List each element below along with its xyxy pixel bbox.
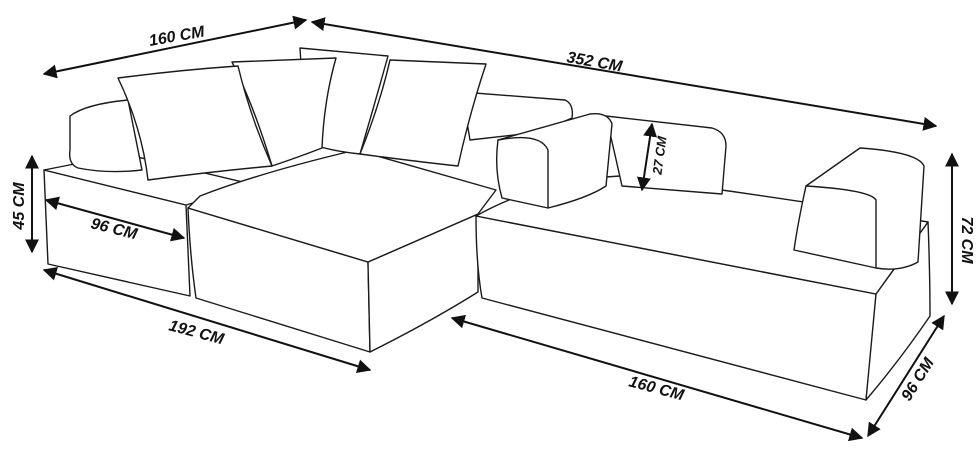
right-arm-block (793, 147, 925, 270)
label-back-height: 72 CM (958, 216, 975, 264)
dim-line-sofa-length (450, 314, 864, 442)
back-pillows (117, 47, 487, 181)
dim-line-top-left-width (42, 15, 308, 79)
label-cushion-height: 27 CM (649, 134, 669, 176)
dim-line-chaise-length (42, 267, 372, 373)
label-total-length: 352 CM (565, 49, 624, 76)
sofa-drawing (43, 47, 931, 401)
right-module (475, 113, 931, 401)
label-seat-height: 45 CM (11, 182, 28, 231)
dimension-lines (25, 15, 959, 442)
dim-line-cushion-height (636, 122, 658, 192)
dim-line-total-length (310, 17, 938, 131)
left-armrest-cushion (68, 99, 143, 173)
dim-line-chaise-width (44, 196, 186, 242)
dim-line-sofa-depth (867, 314, 945, 438)
